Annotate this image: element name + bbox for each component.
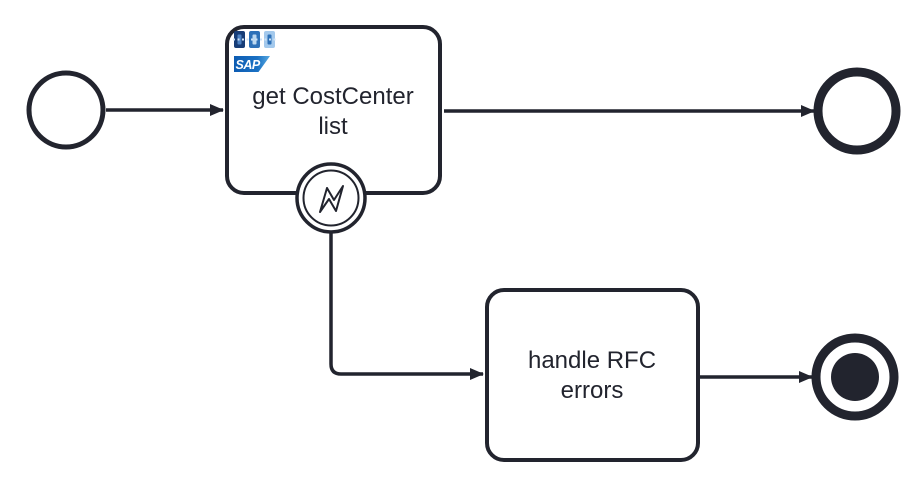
sap-plug-pins: [233, 31, 276, 48]
sap-logo: SAP: [234, 56, 270, 72]
task1-label-line1: get CostCenter: [252, 83, 413, 110]
error-lightning-icon: [319, 185, 344, 213]
end-event[interactable]: [813, 67, 901, 155]
task1-label-line2: list: [318, 113, 348, 140]
terminate-filled-circle: [831, 353, 879, 401]
start-event[interactable]: [26, 70, 106, 150]
task-get-costcenter-list[interactable]: get CostCenter list SAP: [225, 25, 442, 195]
boundary-error-event[interactable]: [295, 162, 367, 234]
task-handle-rfc-errors[interactable]: handle RFC errors: [485, 288, 700, 462]
flow-error-to-task2[interactable]: [329, 233, 484, 380]
sap-connector-icon: SAP: [233, 31, 276, 72]
sap-logo-text: SAP: [236, 58, 261, 72]
task2-label-line2: errors: [561, 377, 624, 404]
task2-label-line1: handle RFC: [528, 347, 656, 374]
terminate-end-event[interactable]: [811, 333, 899, 421]
